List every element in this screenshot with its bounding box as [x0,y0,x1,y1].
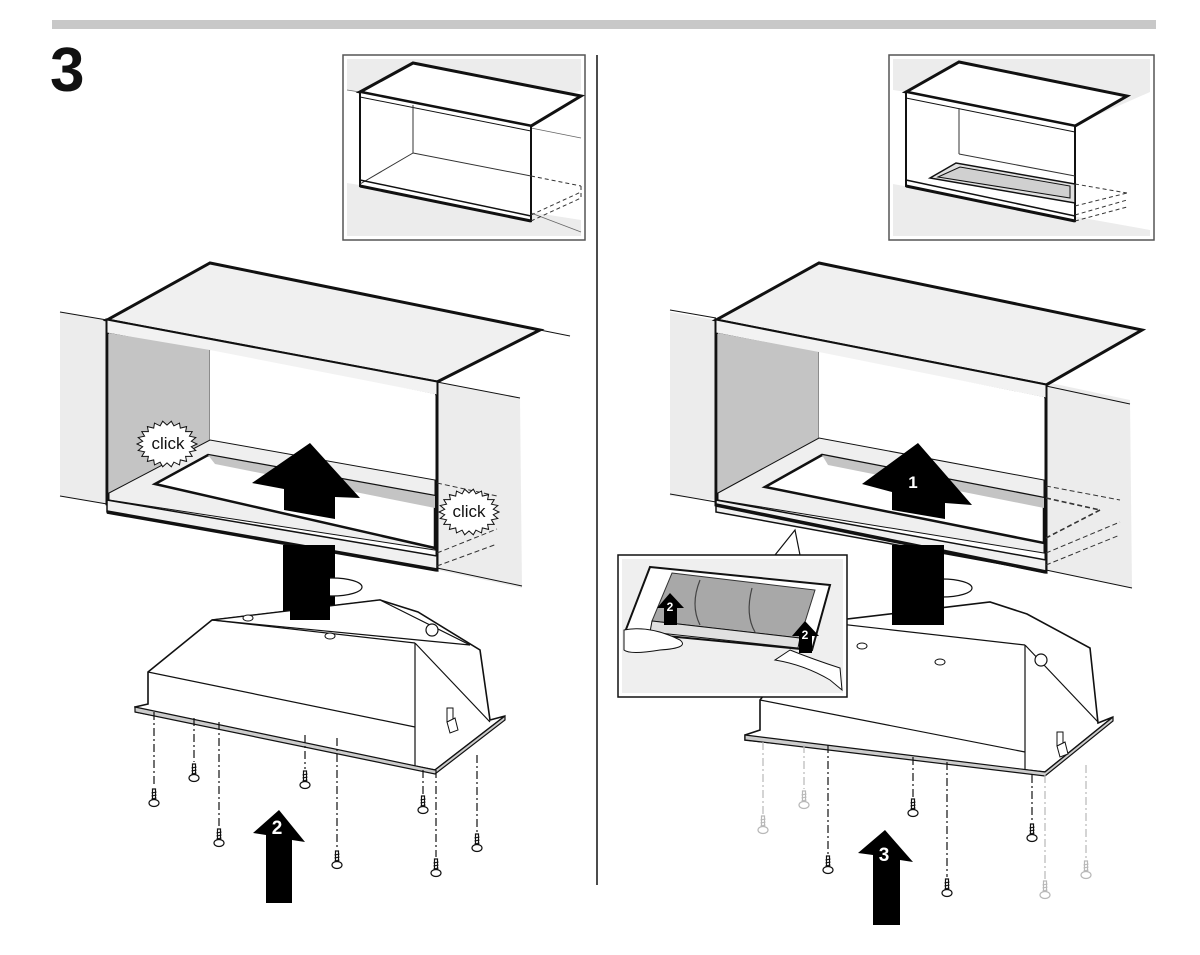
arrow-label: 3 [879,845,890,866]
screw-icon [908,799,918,817]
arrow-label: 2 [272,818,283,839]
click-label: click [452,502,486,521]
left-inset-thumbnail [343,55,585,240]
screw-icon [332,851,342,869]
left-range-hood [135,545,505,774]
screw-icon [1027,824,1037,842]
right-bottom-arrow: 3 [858,830,913,925]
screw-icon [942,879,952,897]
right-cabinet: 1 [670,263,1142,588]
filter-detail-inset: 2 2 [618,530,847,697]
screw-icon [758,816,768,834]
screw-icon [300,771,310,789]
screw-icon [1040,881,1050,899]
screw-icon [418,796,428,814]
left-cabinet [60,263,570,588]
right-inset-thumbnail [889,55,1154,240]
screw-icon [799,791,809,809]
step-number: 3 [50,40,84,102]
arrow-label: 1 [908,473,917,492]
click-label: click [151,434,185,453]
screw-icon [214,829,224,847]
header-bar [52,20,1156,29]
screw-icon [431,859,441,877]
screw-icon [823,856,833,874]
left-bottom-arrow: 2 [253,810,305,903]
arrow-label: 2 [667,600,674,614]
screw-icon [1081,861,1091,879]
screw-icon [149,789,159,807]
screw-icon [472,834,482,852]
arrow-label: 2 [802,628,809,642]
screw-icon [189,764,199,782]
